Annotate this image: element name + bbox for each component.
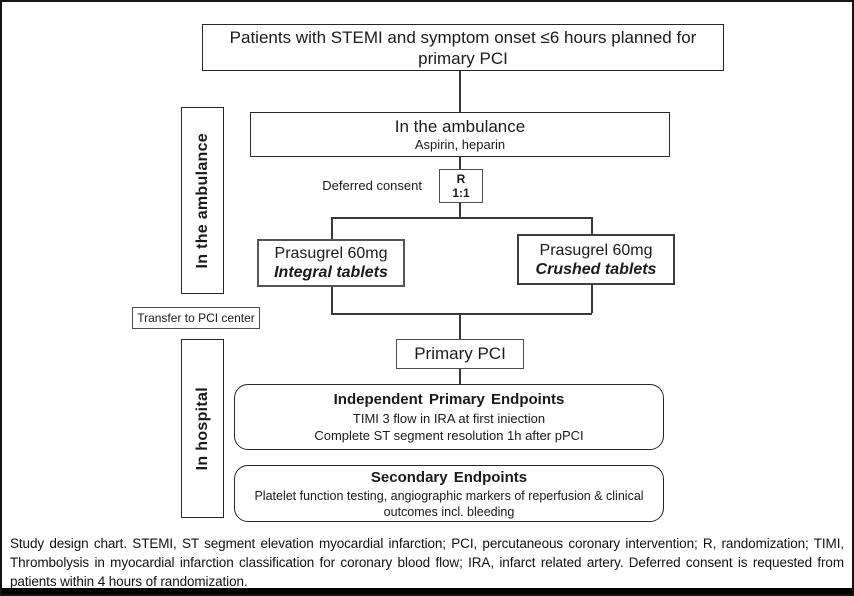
bottom-border-bar	[2, 588, 852, 594]
connector-line	[331, 287, 333, 313]
connector-line	[591, 285, 593, 313]
connector-line	[459, 313, 461, 339]
ambulance-treatment-title: In the ambulance	[394, 117, 526, 136]
phase-label-ambulance-text: In the ambulance	[193, 132, 211, 269]
connector-line	[331, 217, 592, 219]
phase-label-ambulance: In the ambulance	[181, 107, 224, 294]
ambulance-treatment-box: In the ambulance Aspirin, heparin	[250, 112, 670, 157]
primary-endpoints-title: Independent Primary Endpoints	[333, 391, 565, 408]
primary-pci-text: Primary PCI	[414, 344, 506, 363]
connector-line	[331, 217, 333, 239]
arm-crushed-drug: Prasugrel 60mg	[539, 241, 653, 259]
inclusion-criteria-text: Patients with STEMI and symptom onset ≤6…	[229, 27, 697, 68]
secondary-endpoints-body: Platelet function testing, angiographic …	[254, 488, 644, 519]
primary-endpoint-1: TIMI 3 flow in IRA at first iniection	[352, 411, 546, 426]
arm-crushed-form: Crushed tablets	[535, 260, 657, 278]
randomization-ratio: 1:1	[452, 186, 470, 200]
phase-label-hospital-text: In hospital	[193, 386, 211, 471]
transfer-to-pci-text: Transfer to PCI center	[137, 311, 255, 325]
primary-endpoints-box: Independent Primary Endpoints TIMI 3 flo…	[234, 384, 664, 450]
phase-label-hospital: In hospital	[181, 339, 224, 518]
figure-caption: Study design chart. STEMI, ST segment el…	[10, 536, 844, 589]
connector-line	[591, 217, 593, 234]
primary-pci-box: Primary PCI	[396, 339, 524, 369]
deferred-consent-label: Deferred consent	[322, 178, 422, 193]
arm-integral-form: Integral tablets	[274, 264, 388, 281]
arm-integral-drug: Prasugrel 60mg	[274, 245, 388, 262]
arm-crushed-tablets-box: Prasugrel 60mg Crushed tablets	[517, 234, 675, 285]
primary-endpoint-2: Complete ST segment resolution 1h after …	[314, 428, 584, 443]
randomization-symbol: R	[456, 172, 466, 186]
connector-line	[459, 157, 461, 169]
secondary-endpoints-box: Secondary Endpoints Platelet function te…	[234, 465, 664, 522]
transfer-to-pci-box: Transfer to PCI center	[132, 307, 260, 329]
connector-line	[459, 203, 461, 217]
connector-line	[459, 71, 461, 112]
connector-line	[331, 313, 592, 315]
connector-line	[459, 369, 461, 384]
randomization-box: R 1:1	[439, 169, 483, 203]
ambulance-treatment-subtitle: Aspirin, heparin	[414, 137, 506, 152]
secondary-endpoints-title: Secondary Endpoints	[370, 468, 528, 486]
inclusion-criteria-box: Patients with STEMI and symptom onset ≤6…	[202, 24, 724, 71]
arm-integral-tablets-box: Prasugrel 60mg Integral tablets	[257, 239, 405, 287]
